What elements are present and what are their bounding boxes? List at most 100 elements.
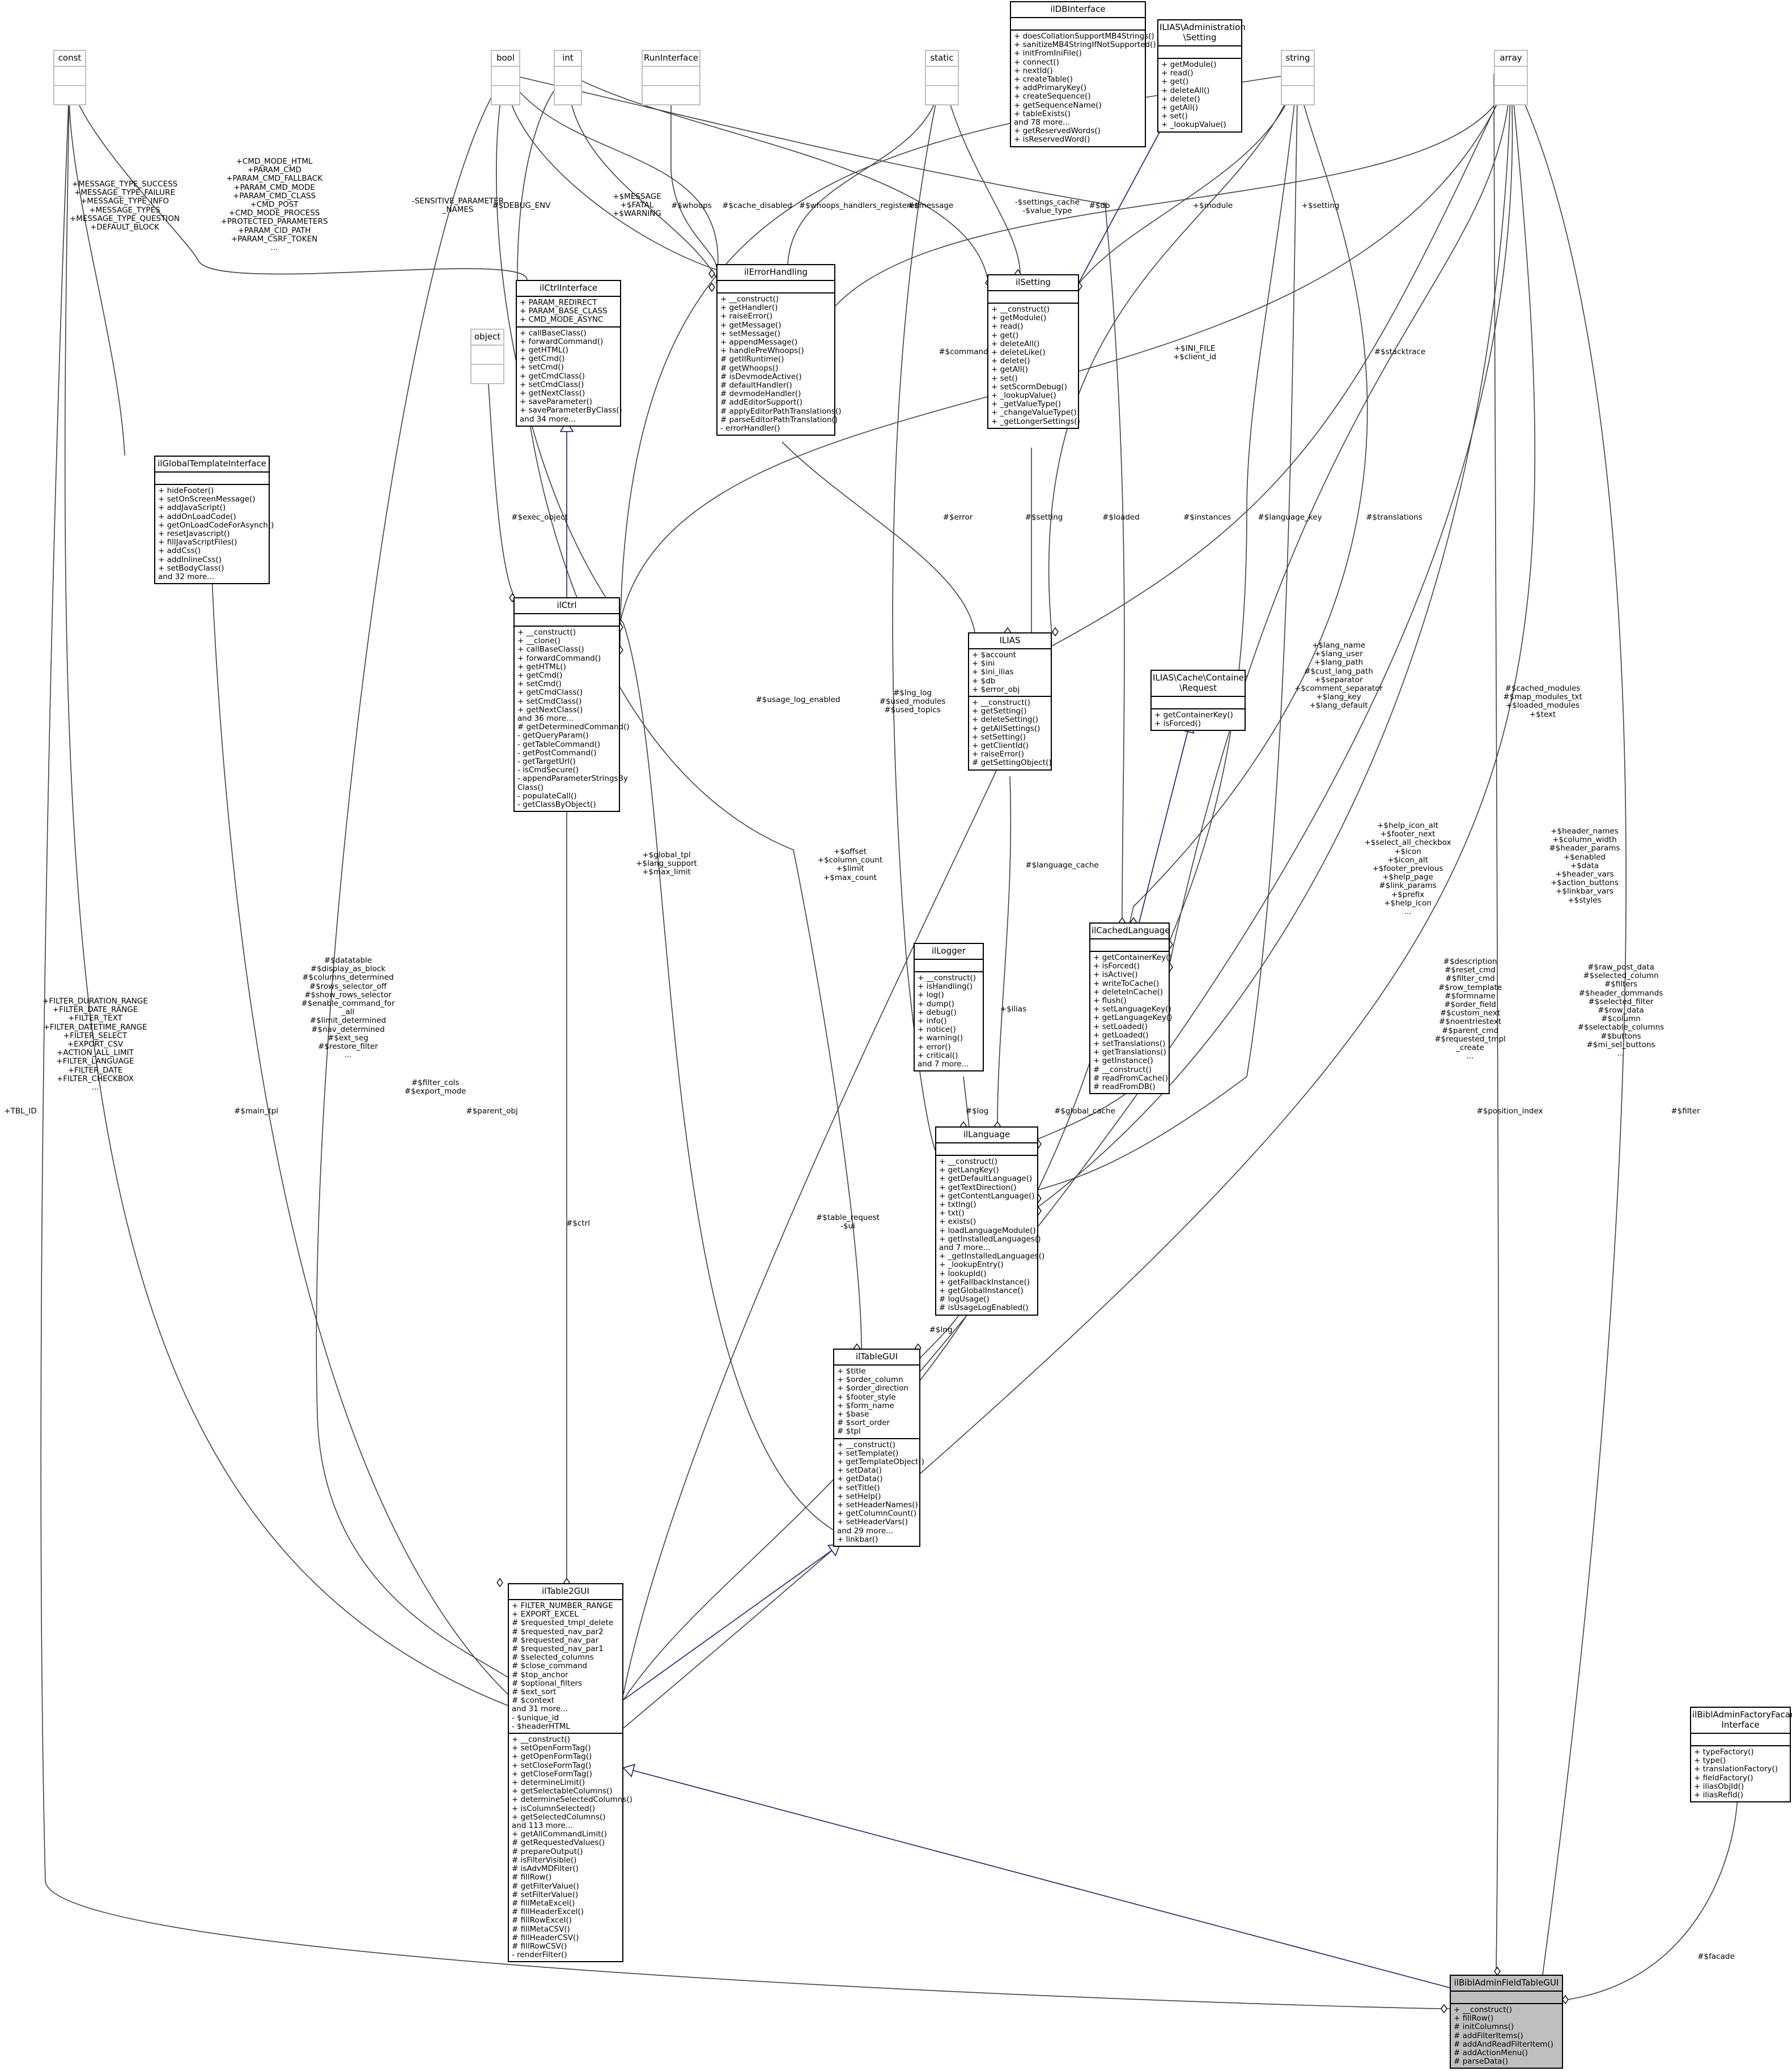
class-member: # logUsage() bbox=[939, 1295, 990, 1304]
edge-label: #$main_tpl bbox=[234, 1107, 278, 1116]
class-ilsetting[interactable]: ilSetting + __construct()+ getModule()+ … bbox=[987, 274, 1080, 429]
class-member: + isHandling() bbox=[918, 982, 973, 992]
aggregation-diamond bbox=[1562, 1995, 1569, 2005]
edge-label: #$parent_obj bbox=[466, 1107, 518, 1116]
class-member: + getLanguageKey() bbox=[1093, 1013, 1173, 1023]
class-title: ilTable2GUI bbox=[509, 1584, 622, 1600]
class-ilbibladminfieldtablegui[interactable]: ilBiblAdminFieldTableGUI + __construct()… bbox=[1450, 1975, 1563, 2069]
class-title: ILIAS\Administration \Setting bbox=[1158, 20, 1246, 46]
edge-label: #$filter_cols #$export_mode bbox=[404, 1078, 466, 1096]
class-member: + determineLimit() bbox=[512, 1778, 585, 1788]
class-ilcachedlanguage[interactable]: ilCachedLanguage + getContainerKey()+ is… bbox=[1089, 922, 1173, 1095]
class-member: # prepareOutput() bbox=[512, 1847, 583, 1856]
class-member: + FILTER_NUMBER_RANGE bbox=[512, 1601, 613, 1610]
class-member: # $close_command bbox=[512, 1661, 588, 1671]
class-member: + setLanguageKey() bbox=[1093, 1005, 1171, 1014]
class-member: # fillMetaExcel() bbox=[512, 1898, 575, 1908]
class-member: + isReservedWord() bbox=[1014, 135, 1090, 144]
class-member: + tableExists() bbox=[1014, 109, 1071, 118]
edge-usage bbox=[623, 768, 998, 1695]
class-member: and 29 more... bbox=[837, 1526, 894, 1536]
class-member: # addEditorSupport() bbox=[720, 398, 802, 407]
edge-label: #$cached_modules #$map_modules_txt +$loa… bbox=[1503, 684, 1582, 719]
class-member: + writeToCache() bbox=[1093, 979, 1160, 988]
class-member: + getModule() bbox=[1161, 60, 1217, 69]
edge-label: #$log bbox=[965, 1107, 989, 1116]
class-member: + saveParameterByClass() bbox=[520, 406, 622, 415]
class-ilias[interactable]: ILIAS + $account+ $ini+ $ini_ilias+ $db+… bbox=[968, 632, 1052, 771]
edge-usage bbox=[835, 73, 1511, 307]
class-member: + getSequenceName() bbox=[1014, 100, 1102, 110]
class-member: - isCmdSecure() bbox=[517, 766, 579, 775]
class-member: + lookupId() bbox=[939, 1269, 987, 1278]
class-member: - getQueryParam() bbox=[517, 731, 589, 741]
class-member: + dump() bbox=[918, 999, 954, 1009]
class-ildbinterface[interactable]: ilDBInterface + doesCollationSupportMB4S… bbox=[1010, 1, 1156, 147]
class-member: - populateCall() bbox=[517, 791, 577, 801]
class-member: + getTextDirection() bbox=[939, 1183, 1017, 1192]
edge-inheritance bbox=[623, 1767, 1450, 1988]
class-member: + setTitle() bbox=[837, 1483, 880, 1492]
class-member: + hideFooter() bbox=[158, 486, 214, 495]
edge-label: #$command bbox=[939, 347, 988, 356]
class-member: + getAllCommandLimit() bbox=[512, 1830, 607, 1839]
class-member: + setScormDebug() bbox=[991, 382, 1067, 392]
class-member: # addAndReadFilterItem() bbox=[1454, 2039, 1553, 2049]
edge-label: #$setting bbox=[1025, 513, 1063, 522]
class-member: - getPostCommand() bbox=[517, 748, 597, 758]
class-illanguage[interactable]: ilLanguage + __construct()+ getLangKey()… bbox=[935, 1126, 1044, 1316]
class-operations: + callBaseClass()+ forwardCommand()+ get… bbox=[517, 328, 622, 426]
edge-label: #$lng_log #$used_modules #$used_topics bbox=[879, 688, 946, 715]
edge-usage bbox=[505, 73, 719, 284]
class-member: + addOnLoadCode() bbox=[158, 512, 236, 521]
class-iltablegui[interactable]: ilTableGUI + $title+ $order_column+ $ord… bbox=[833, 1349, 924, 1547]
edge-usage bbox=[1510, 73, 1627, 1984]
class-title: const bbox=[54, 51, 85, 67]
class-member: # $requested_tmpl_delete bbox=[512, 1618, 614, 1628]
class-string[interactable]: string bbox=[1281, 50, 1315, 105]
class-operations: + __construct()+ isHandling()+ log()+ du… bbox=[915, 972, 983, 1070]
class-member: # fillHeaderExcel() bbox=[512, 1907, 584, 1917]
class-ilglobaltemplateinterface[interactable]: ilGlobalTemplateInterface + hideFooter()… bbox=[154, 456, 274, 585]
class-runinterface[interactable]: RunInterface bbox=[642, 50, 700, 105]
class-member: - $headerHTML bbox=[512, 1721, 570, 1731]
edge-usage bbox=[40, 73, 1450, 2009]
class-ilias-administration-setting[interactable]: ILIAS\Administration \Setting + getModul… bbox=[1157, 19, 1246, 133]
class-ilbibladminfactoryfacadeinterface[interactable]: ilBiblAdminFactoryFacade Interface + typ… bbox=[1690, 1707, 1792, 1803]
class-member: + getHandler() bbox=[720, 303, 778, 313]
class-member: # isFilterVisible() bbox=[512, 1855, 577, 1865]
class-ilerrorhandling[interactable]: ilErrorHandling + __construct()+ getHand… bbox=[716, 264, 842, 436]
class-member: + addCss() bbox=[158, 546, 201, 556]
class-ilctrl[interactable]: ilCtrl + __construct()+ __clone()+ callB… bbox=[513, 597, 630, 813]
class-array[interactable]: array bbox=[1494, 50, 1528, 105]
class-iltable2gui[interactable]: ilTable2GUI + FILTER_NUMBER_RANGE+ EXPOR… bbox=[508, 1583, 632, 1963]
edge-usage bbox=[1562, 1794, 1738, 2001]
class-int[interactable]: int bbox=[554, 50, 582, 105]
class-member: + EXPORT_EXCEL bbox=[512, 1610, 579, 1619]
class-member: + getSelectableColumns() bbox=[512, 1787, 613, 1796]
class-static[interactable]: static bbox=[925, 50, 959, 105]
class-bool[interactable]: bool bbox=[491, 50, 520, 105]
class-object[interactable]: object bbox=[470, 329, 504, 384]
class-member: + loadLanguageModule() bbox=[939, 1226, 1036, 1235]
class-member: + setHelp() bbox=[837, 1491, 881, 1501]
class-operations: + __construct()+ getModule()+ read()+ ge… bbox=[988, 304, 1080, 428]
class-member: + getTemplateObject() bbox=[837, 1457, 924, 1467]
class-member: # addActionMenu() bbox=[1454, 2048, 1528, 2058]
class-illogger[interactable]: ilLogger + __construct()+ isHandling()+ … bbox=[914, 943, 984, 1072]
class-member: # $top_anchor bbox=[512, 1670, 568, 1679]
class-member: # defaultHandler() bbox=[720, 381, 792, 390]
class-ilias-cache-container-request[interactable]: ILIAS\Cache\Container \Request + getCont… bbox=[1150, 670, 1247, 732]
class-member: + setTemplate() bbox=[837, 1448, 899, 1458]
class-member: + getLoaded() bbox=[1093, 1030, 1149, 1040]
class-const[interactable]: const bbox=[53, 50, 86, 105]
class-member: + setHeaderVars() bbox=[837, 1517, 908, 1527]
edge-label: +$ilias bbox=[1000, 1005, 1027, 1014]
class-member: + isForced() bbox=[1093, 962, 1140, 971]
class-member: # __construct() bbox=[1093, 1065, 1152, 1074]
class-ilctrlinterface[interactable]: ilCtrlInterface + PARAM_REDIRECT+ PARAM_… bbox=[516, 280, 622, 427]
edge-label: +FILTER_DURATION_RANGE +FILTER_DATE_RANG… bbox=[43, 997, 148, 1092]
class-member: + deleteSetting() bbox=[972, 715, 1039, 725]
class-operations: + hideFooter()+ setOnScreenMessage()+ ad… bbox=[155, 485, 274, 583]
class-title: ILIAS bbox=[969, 633, 1051, 649]
